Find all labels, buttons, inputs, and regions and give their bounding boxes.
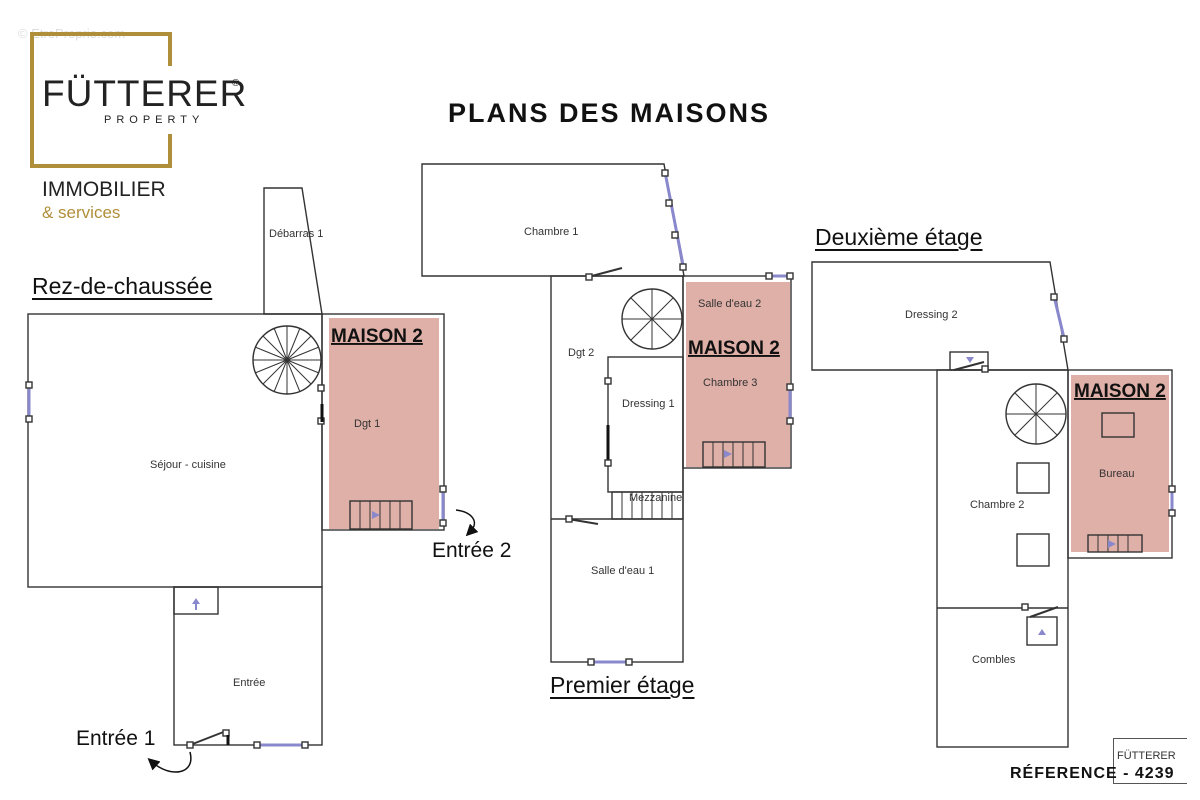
first-floor-main (550, 275, 684, 663)
room-chambre1 (421, 163, 685, 277)
maison2-zone-first (686, 282, 790, 467)
label-entree1: Entrée 1 (76, 727, 155, 750)
small-logo-name: FÜTTERER (1117, 750, 1176, 762)
room-bureau-outline (1067, 369, 1173, 559)
reference-number: RÉFERENCE - 4239 (1010, 765, 1175, 782)
entree1-arrow (147, 751, 192, 773)
second-floor-plan (811, 261, 1176, 748)
room-dressing1 (607, 356, 684, 493)
label-combles: Combles (972, 654, 1016, 666)
maison2-label-first: MAISON 2 (688, 338, 780, 359)
label-dressing1: Dressing 1 (622, 398, 675, 410)
logo-services: & services (42, 203, 121, 222)
room-debarras (263, 187, 323, 315)
room-sejour (27, 313, 323, 588)
stair-entree (173, 586, 219, 615)
entree2-arrow (455, 509, 479, 537)
floor-title-ground: Rez-de-chaussée (32, 273, 213, 299)
floor-title-second: Deuxième étage (815, 224, 983, 250)
floor-title-first: Premier étage (550, 672, 695, 698)
label-bureau: Bureau (1099, 468, 1134, 480)
label-chambre2: Chambre 2 (970, 499, 1024, 511)
label-salle-eau1: Salle d'eau 1 (591, 565, 654, 577)
label-dgt1: Dgt 1 (354, 418, 380, 430)
logo-name: FÜTTERER (42, 72, 250, 116)
label-entree: Entrée (233, 677, 265, 689)
label-entree2: Entrée 2 (432, 539, 511, 562)
logo-registered-mark: ® (232, 78, 240, 89)
logo-subtitle: PROPERTY (104, 114, 205, 126)
ground-floor-plan (25, 187, 447, 749)
label-chambre3: Chambre 3 (703, 377, 757, 389)
room-entree (173, 586, 323, 746)
label-chambre1: Chambre 1 (524, 226, 578, 238)
label-sejour: Séjour - cuisine (150, 459, 226, 471)
label-dressing2: Dressing 2 (905, 309, 958, 321)
label-debarras: Débarras 1 (269, 228, 323, 240)
logo-frame (30, 32, 172, 168)
maison2-label-ground: MAISON 2 (331, 326, 423, 347)
maison2-label-second: MAISON 2 (1074, 381, 1166, 402)
first-floor-plan (421, 163, 794, 666)
label-dgt2: Dgt 2 (568, 347, 594, 359)
label-salle-eau2: Salle d'eau 2 (698, 298, 761, 310)
logo-immobilier: IMMOBILIER (42, 178, 166, 201)
page-title: PLANS DES MAISONS (448, 98, 771, 128)
maison2-zone-ground (329, 318, 439, 529)
label-mezzanine: Mezzanine (629, 492, 682, 504)
small-logo-frame (1113, 738, 1187, 784)
maison2-zone-second (1071, 375, 1169, 552)
